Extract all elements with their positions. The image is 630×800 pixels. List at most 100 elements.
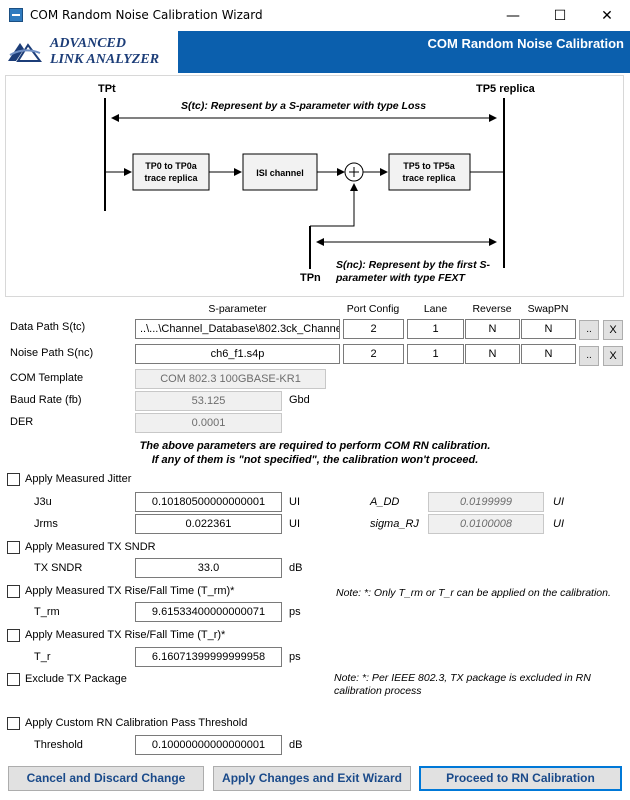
der-field: 0.0001 bbox=[135, 413, 282, 433]
data-path-reverse[interactable]: N bbox=[465, 319, 520, 339]
tpn-label: TPn bbox=[300, 272, 321, 284]
data-path-label: Data Path S(tc) bbox=[10, 321, 86, 333]
sigma-rj-label: sigma_RJ bbox=[370, 518, 419, 530]
apply-sndr-checkbox[interactable] bbox=[7, 541, 20, 554]
header-swappn: SwapPN bbox=[527, 303, 569, 315]
calibration-diagram: TPt TP5 replica TPn S(tc): Represent by … bbox=[5, 75, 624, 297]
exclude-tx-package-checkbox[interactable] bbox=[7, 673, 20, 686]
noise-path-clear-button[interactable]: X bbox=[603, 346, 623, 366]
apply-trm-checkbox[interactable] bbox=[7, 585, 20, 598]
threshold-label: Threshold bbox=[34, 739, 83, 751]
package-note-line2: calibration process bbox=[334, 685, 422, 697]
trm-tr-note: Note: *: Only T_rm or T_r can be applied… bbox=[336, 587, 611, 599]
data-path-port-config[interactable]: 2 bbox=[343, 319, 404, 339]
close-button[interactable]: ✕ bbox=[601, 7, 613, 24]
baud-rate-unit: Gbd bbox=[289, 394, 310, 406]
tp5-label: TP5 replica bbox=[476, 83, 536, 95]
snc-label-2: parameter with type FEXT bbox=[335, 272, 467, 284]
data-path-browse-button[interactable]: .. bbox=[579, 320, 599, 340]
data-path-lane[interactable]: 1 bbox=[407, 319, 464, 339]
add-label: A_DD bbox=[370, 496, 400, 508]
box1-line1: TP0 to TP0a bbox=[145, 161, 198, 171]
j3u-unit: UI bbox=[289, 496, 300, 508]
package-note-line1: Note: *: Per IEEE 802.3, TX package is e… bbox=[334, 672, 591, 684]
exclude-tx-package-label: Exclude TX Package bbox=[25, 673, 127, 685]
header-port-config: Port Config bbox=[346, 303, 400, 315]
com-template-label: COM Template bbox=[10, 372, 84, 384]
baud-rate-field: 53.125 bbox=[135, 391, 282, 411]
noise-path-port-config[interactable]: 2 bbox=[343, 344, 404, 364]
logo-text-line2: LINK ANALYZER bbox=[50, 52, 160, 67]
trace-replica-box-1 bbox=[132, 153, 210, 191]
noise-path-browse-button[interactable]: .. bbox=[579, 346, 599, 366]
header-sparam: S-parameter bbox=[208, 303, 267, 315]
proceed-calibration-button[interactable]: Proceed to RN Calibration bbox=[419, 766, 622, 791]
apply-tr-label: Apply Measured TX Rise/Fall Time (T_r)* bbox=[25, 629, 226, 641]
noise-path-lane[interactable]: 1 bbox=[407, 344, 464, 364]
header-lane: Lane bbox=[423, 303, 448, 315]
sigma-rj-unit: UI bbox=[553, 518, 564, 530]
noise-connector bbox=[310, 183, 358, 227]
trm-field[interactable]: 9.61533400000000071 bbox=[135, 602, 282, 622]
jrms-field[interactable]: 0.022361 bbox=[135, 514, 282, 534]
tpt-label: TPt bbox=[98, 83, 116, 95]
data-path-clear-button[interactable]: X bbox=[603, 320, 623, 340]
j3u-field[interactable]: 0.10180500000000001 bbox=[135, 492, 282, 512]
logo-text-line1: ADVANCED bbox=[50, 36, 126, 51]
company-logo: ADVANCED LINK ANALYZER bbox=[0, 31, 178, 73]
logo-mark-icon bbox=[8, 43, 42, 62]
box3-line2: trace replica bbox=[402, 173, 456, 183]
tr-unit: ps bbox=[289, 651, 301, 663]
custom-threshold-checkbox[interactable] bbox=[7, 717, 20, 730]
data-path-file-field[interactable]: ..\...\Channel_Database\802.3ck_Channe bbox=[135, 319, 340, 339]
stc-label: S(tc): Represent by a S-parameter with t… bbox=[181, 100, 426, 112]
tr-field[interactable]: 6.16071399999999958 bbox=[135, 647, 282, 667]
banner-title: COM Random Noise Calibration bbox=[427, 36, 624, 51]
tx-sndr-unit: dB bbox=[289, 562, 303, 574]
snc-label-1: S(nc): Represent by the first S- bbox=[336, 259, 491, 271]
title-bar: COM Random Noise Calibration Wizard — ☐ … bbox=[0, 0, 630, 31]
noise-path-reverse[interactable]: N bbox=[465, 344, 520, 364]
apply-tr-checkbox[interactable] bbox=[7, 629, 20, 642]
box1-line2: trace replica bbox=[144, 173, 198, 183]
jrms-label: Jrms bbox=[34, 518, 58, 530]
custom-threshold-label: Apply Custom RN Calibration Pass Thresho… bbox=[25, 717, 248, 729]
trm-unit: ps bbox=[289, 606, 301, 618]
isi-channel-box bbox=[242, 153, 318, 191]
add-field: 0.0199999 bbox=[428, 492, 544, 512]
apply-exit-button[interactable]: Apply Changes and Exit Wizard bbox=[213, 766, 411, 791]
com-template-field: COM 802.3 100GBASE-KR1 bbox=[135, 369, 326, 389]
apply-sndr-label: Apply Measured TX SNDR bbox=[25, 541, 156, 553]
der-label: DER bbox=[10, 416, 34, 428]
tx-sndr-label: TX SNDR bbox=[34, 562, 83, 574]
jrms-unit: UI bbox=[289, 518, 300, 530]
threshold-field[interactable]: 0.10000000000000001 bbox=[135, 735, 282, 755]
apply-trm-label: Apply Measured TX Rise/Fall Time (T_rm)* bbox=[25, 585, 235, 597]
sigma-rj-field: 0.0100008 bbox=[428, 514, 544, 534]
app-icon bbox=[9, 8, 23, 22]
tr-label: T_r bbox=[34, 651, 51, 663]
noise-path-label: Noise Path S(nc) bbox=[10, 347, 94, 359]
trace-replica-box-2 bbox=[388, 153, 471, 191]
minimize-button[interactable]: — bbox=[506, 7, 520, 24]
add-unit: UI bbox=[553, 496, 564, 508]
noise-path-swappn[interactable]: N bbox=[521, 344, 576, 364]
diagram-svg: TPt TP5 replica TPn S(tc): Represent by … bbox=[98, 83, 536, 284]
noise-path-file-field[interactable]: ch6_f1.s4p bbox=[135, 344, 340, 364]
tx-sndr-field[interactable]: 33.0 bbox=[135, 558, 282, 578]
baud-rate-label: Baud Rate (fb) bbox=[10, 394, 82, 406]
header-banner: ADVANCED LINK ANALYZER COM Random Noise … bbox=[0, 31, 630, 73]
required-params-warning-line1: The above parameters are required to per… bbox=[139, 440, 491, 452]
threshold-unit: dB bbox=[289, 739, 303, 751]
cancel-button[interactable]: Cancel and Discard Change bbox=[8, 766, 204, 791]
data-path-swappn[interactable]: N bbox=[521, 319, 576, 339]
j3u-label: J3u bbox=[34, 496, 52, 508]
box3-line1: TP5 to TP5a bbox=[403, 161, 456, 171]
maximize-button[interactable]: ☐ bbox=[553, 7, 567, 24]
apply-jitter-label: Apply Measured Jitter bbox=[25, 473, 132, 485]
window-title: COM Random Noise Calibration Wizard bbox=[30, 8, 263, 22]
box2-label: ISI channel bbox=[256, 168, 304, 178]
header-reverse: Reverse bbox=[472, 303, 512, 315]
required-params-warning-line2: If any of them is "not specified", the c… bbox=[151, 454, 479, 466]
apply-jitter-checkbox[interactable] bbox=[7, 473, 20, 486]
